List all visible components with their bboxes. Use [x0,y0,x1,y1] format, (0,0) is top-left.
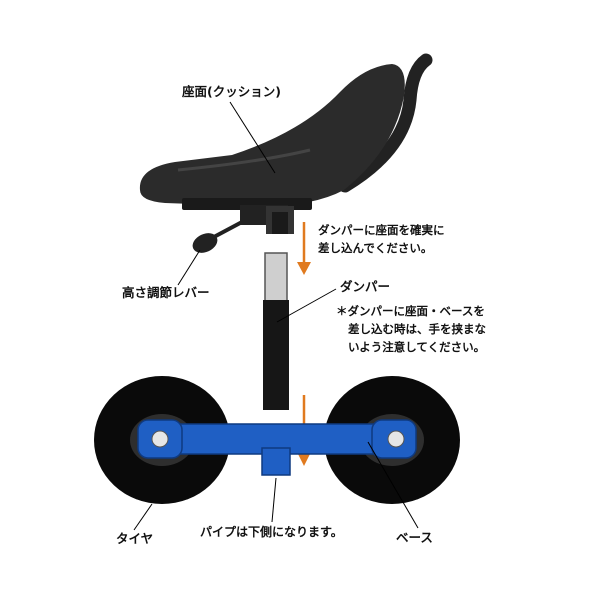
axle-left [151,430,169,448]
seat-back-rail [338,53,433,193]
lever-label: 高さ調節レバー [122,285,210,300]
seat-label: 座面(クッション) [182,84,281,99]
lever-arm [211,220,243,240]
pipe-label: パイプは下側になります。 [200,525,343,539]
seat-cushion [139,64,405,207]
insert-note: ダンパーに座面を確実に 差し込んでください。 [318,222,445,258]
insert-note-line2: 差し込んでください。 [318,240,433,255]
seat-socket-inner [272,212,288,234]
caution-note-line1: ＊ダンパーに座面・ベースを [336,304,485,318]
seat-highlight [177,148,311,172]
damper-label: ダンパー [340,279,391,294]
axle-right [387,430,405,448]
lever-knob [192,233,218,253]
damper-body [263,300,289,410]
caution-note-line3: いよう注意してください。 [348,339,486,354]
damper-top [264,252,288,304]
leader-damper [276,288,337,323]
leader-tire [133,503,153,531]
tire-label: タイヤ [116,531,154,546]
arrow-down-upper [297,262,311,275]
base-label: ベース [396,530,433,545]
caution-note-line2: 差し込む時は、手を挟まな [348,321,486,336]
leader-seat [229,101,276,174]
leader-lever [177,249,201,286]
leader-base [367,441,419,529]
caution-note: ＊ダンパーに座面・ベースを 差し込む時は、手を挟まな いよう注意してください。 [336,303,486,356]
arrow-down-lower [297,452,311,466]
insert-note-line1: ダンパーに座面を確実に [318,223,445,237]
base-pipe [261,447,291,476]
leader-pipe [271,477,277,523]
